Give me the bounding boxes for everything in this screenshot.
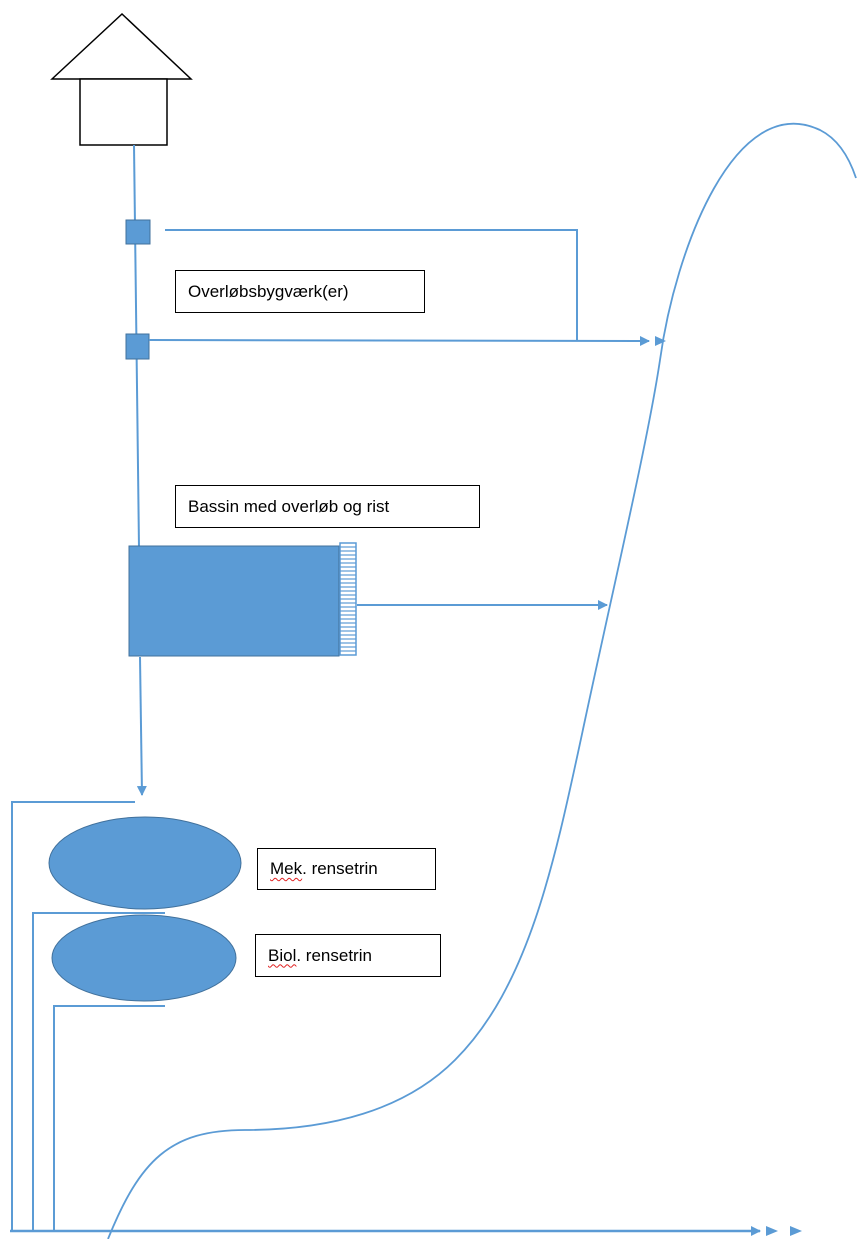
overflow-structures-label: Overløbsbygværk(er) [175,270,425,313]
main-pipe-lower [136,656,147,796]
terrain-curve [107,122,857,1239]
mechanical-abbrev: Mek [270,859,303,878]
mechanical-stage-label: Mek. rensetrin [257,848,436,890]
overflow-pipe-1 [165,229,578,340]
grate-icon [339,542,357,656]
basin-shape [128,545,340,657]
biological-treatment-stage [51,914,237,1002]
biological-stage-label: Biol. rensetrin [255,934,441,977]
biological-rest: . rensetrin [296,945,372,965]
mechanical-outlet-line [32,912,165,1231]
plant-bypass-line [11,801,135,1231]
biological-abbrev: Biol [268,945,297,965]
biological-outlet-line [53,1005,165,1231]
overflow-structures-text: Overløbsbygværk(er) [188,281,349,301]
mechanical-rest: . rensetrin [302,859,378,878]
mechanical-treatment-stage [48,816,242,910]
overflow-structure-1 [125,219,151,245]
discharge-arrowhead-3 [790,1226,802,1236]
basin-label: Bassin med overløb og rist [175,485,480,528]
mechanical-stage-text: Mek. rensetrin [270,859,378,879]
basin-text: Bassin med overløb og rist [188,496,390,516]
discharge-arrowhead-2 [766,1226,778,1236]
overflow-structure-2 [125,333,150,360]
overflow-pipe-2 [148,335,650,346]
biological-stage-text: Biol. rensetrin [268,946,372,966]
house-icon [50,12,193,146]
overflow-arrowhead-2 [655,336,666,346]
